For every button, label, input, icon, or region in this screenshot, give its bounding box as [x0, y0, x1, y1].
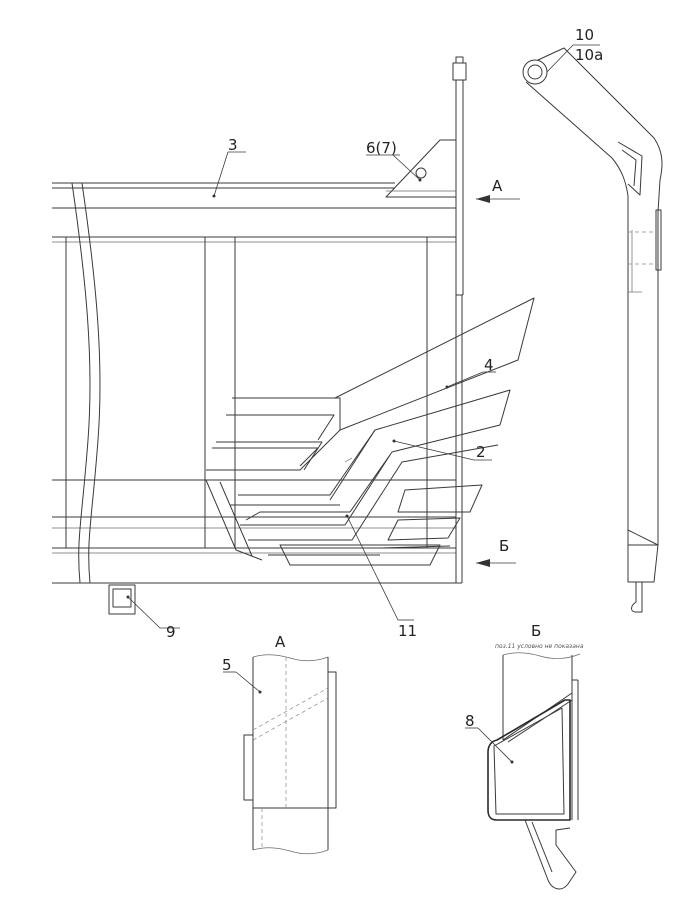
side-view — [522, 47, 663, 613]
pos-2-label: 2 — [476, 443, 486, 461]
main-view — [52, 56, 535, 615]
pos-10-label: 10 — [575, 26, 594, 44]
frame-outline — [52, 295, 463, 584]
hook-9 — [108, 584, 136, 615]
detail-view-a — [243, 654, 337, 855]
stanchions — [65, 188, 457, 583]
pos-10a-label: 10а — [575, 46, 603, 64]
pos-8-label: 8 — [465, 712, 475, 730]
flag-plates-upper — [206, 297, 535, 471]
pos-6-7-label: 6(7) — [366, 139, 397, 157]
view-b-note: поз.11 условно не показана — [495, 643, 584, 650]
callout-8: 8 — [465, 712, 514, 764]
pos-3-label: 3 — [228, 136, 238, 154]
view-b-title: Б — [531, 622, 541, 640]
right-post — [452, 56, 467, 296]
bracket-6-7 — [385, 139, 457, 198]
break-lines — [71, 182, 101, 584]
top-rail — [52, 182, 456, 243]
callout-2: 2 — [392, 439, 492, 461]
pos-9-label: 9 — [166, 623, 176, 641]
callout-3: 3 — [212, 136, 246, 198]
view-a-marker-label: А — [492, 177, 503, 195]
view-marker-a: А — [476, 177, 520, 203]
callout-5: 5 — [222, 656, 262, 694]
callout-6-7: 6(7) — [366, 139, 422, 182]
angled-plates-middle — [205, 389, 511, 561]
pos-11-label: 11 — [398, 622, 417, 640]
view-marker-b: Б — [476, 537, 516, 567]
pos-5-label: 5 — [222, 656, 232, 674]
view-b-marker-label: Б — [499, 537, 509, 555]
callout-9: 9 — [126, 595, 180, 641]
lower-plates — [268, 457, 483, 566]
view-a-title: А — [275, 633, 286, 651]
pos-4-label: 4 — [484, 356, 494, 374]
callout-11: 11 — [345, 514, 417, 640]
detail-view-b — [487, 652, 581, 890]
callout-4: 4 — [445, 356, 496, 389]
callout-10: 10 10а — [546, 26, 603, 73]
